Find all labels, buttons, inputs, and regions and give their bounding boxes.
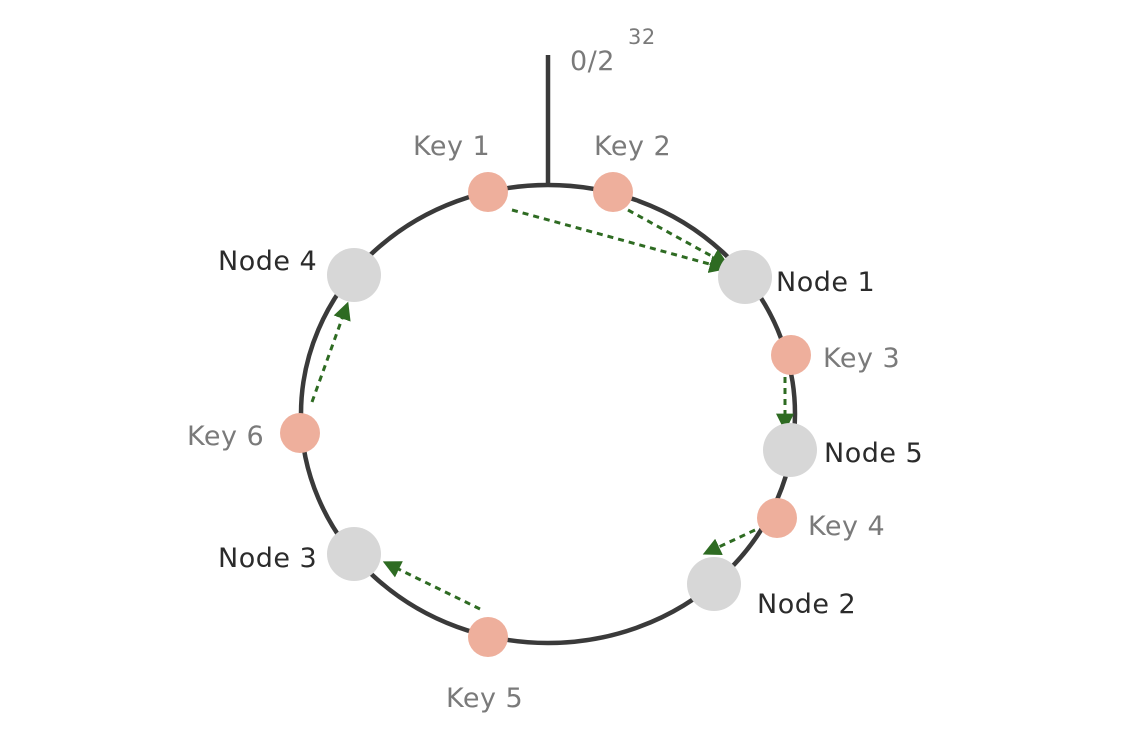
arrow-key2-to-node1 xyxy=(627,208,730,266)
arrow-key6-to-node4 xyxy=(310,301,351,403)
arrow-key1-to-node1 xyxy=(511,208,728,273)
node-3-label: Node 3 xyxy=(218,543,317,574)
key-6-label: Key 6 xyxy=(187,421,264,452)
node-3-circle xyxy=(327,527,381,581)
arrow-key4-to-node2 xyxy=(702,528,756,556)
node-1-circle xyxy=(718,250,772,304)
node-4-circle xyxy=(327,248,381,302)
key-1-circle xyxy=(468,172,508,212)
key-3-circle xyxy=(771,335,811,375)
origin-exponent: 32 xyxy=(628,25,656,49)
origin-base: 0/2 xyxy=(570,46,615,77)
key-1-label: Key 1 xyxy=(413,131,490,162)
origin-label: 0/2 32 xyxy=(570,25,656,77)
arrow-key5-to-node3 xyxy=(382,561,481,611)
key-5-circle xyxy=(468,617,508,657)
node-5-label: Node 5 xyxy=(824,438,923,469)
key-6-circle xyxy=(280,413,320,453)
node-2-circle xyxy=(687,557,741,611)
key-5-label: Key 5 xyxy=(446,683,523,714)
node-2-label: Node 2 xyxy=(757,589,856,620)
node-4-label: Node 4 xyxy=(218,246,317,277)
key-4-label: Key 4 xyxy=(808,511,885,542)
key-3-label: Key 3 xyxy=(823,343,900,374)
key-2-circle xyxy=(593,172,633,212)
key-2-label: Key 2 xyxy=(594,131,671,162)
node-1-label: Node 1 xyxy=(776,267,875,298)
node-5-circle xyxy=(763,423,817,477)
key-4-circle xyxy=(757,498,797,538)
